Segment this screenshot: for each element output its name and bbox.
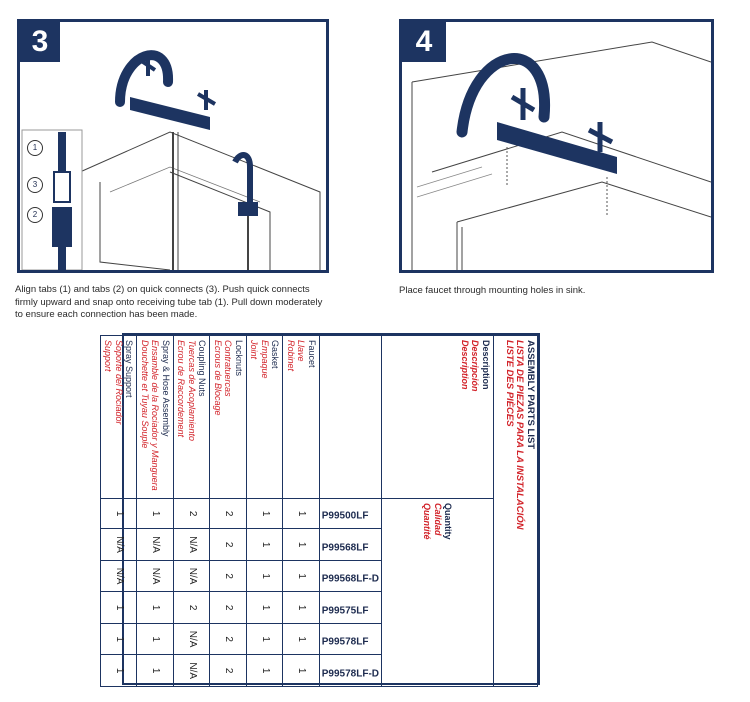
quantity-cell: 1 [282,591,320,624]
model-header: P99575LF [319,591,382,624]
quantity-cell: 1 [100,591,137,624]
quantity-cell: 1 [136,623,174,655]
part-name-spanish: Llave [296,340,307,362]
quantity-cell: 2 [209,591,247,624]
quantity-cell: 1 [282,528,320,561]
quantity-cell: 2 [173,591,210,624]
quantity-cell: 2 [209,528,247,561]
part-name-french: Robinet [285,340,296,372]
quantity-cell: 2 [209,654,247,687]
part-name-spanish: Soporte del Rociador [113,340,124,425]
quantity-cell: N/A [136,560,174,592]
quantity-cell: 1 [100,498,137,529]
quantity-cell: 1 [282,560,320,592]
part-name-english: Spray Support [124,340,135,398]
quantity-cell: 1 [246,623,283,655]
parts-table: ASSEMBLY PARTS LIST LISTA DE PIEZAS PARA… [100,335,538,687]
quantity-cell: 1 [136,498,174,529]
faucet-connection-drawing [21,50,321,270]
quantity-cell: N/A [173,623,210,655]
step-4-number: 4 [402,22,446,62]
title-french: LISTE DES PIÈCES [504,340,515,427]
callout-3: 3 [27,177,43,193]
model-header: P99578LF-D [319,654,382,687]
model-header: P99568LF [319,528,382,561]
model-header: P99578LF [319,623,382,655]
quantity-cell: 1 [136,654,174,687]
title-spanish: LISTA DE PIEZAS PARA LA INSTALACIÓN [514,340,526,530]
parts-table-rotated: ASSEMBLY PARTS LIST LISTA DE PIEZAS PARA… [100,335,538,687]
quantity-cell: 1 [246,528,283,561]
part-name-english: Spray & Hose Assembly [160,340,171,437]
quantity-cell: 1 [246,560,283,592]
part-name-french: Support [103,340,114,372]
step-3-caption: Align tabs (1) and tabs (2) on quick con… [15,284,323,320]
part-name-spanish: Contratuercas [223,340,234,397]
step-3-illustration: 3 1 3 2 [17,19,329,273]
part-name-spanish: Empaque [259,340,270,379]
quantity-cell: 1 [282,654,320,687]
quantity-cell: N/A [173,560,210,592]
quantity-cell: 1 [246,591,283,624]
title-english: ASSEMBLY PARTS LIST [525,340,536,450]
quantity-cell: 2 [209,498,247,529]
quantity-cell: 1 [282,623,320,655]
quantity-cell: 1 [100,654,137,687]
quantity-cell: N/A [100,560,137,592]
quantity-cell: N/A [173,528,210,561]
part-name-spanish: Tuercas de Acoplamiento [186,340,197,442]
assembly-parts-list: ASSEMBLY PARTS LIST LISTA DE PIEZAS PARA… [100,333,540,687]
part-name-french: Ecrou de Raccordement [176,340,187,438]
callout-2: 2 [27,207,43,223]
step-4-caption: Place faucet through mounting holes in s… [399,285,586,296]
model-header: P99568LF-D [319,560,382,592]
description-header: Description Descripción Description [381,335,494,499]
quantity-cell: 2 [209,560,247,592]
quantity-cell: N/A [173,654,210,687]
quantity-cell: 1 [246,654,283,687]
quantity-cell: 1 [136,591,174,624]
step-3-number: 3 [20,22,60,62]
quantity-cell: 2 [173,498,210,529]
quantity-cell: 1 [282,498,320,529]
parts-list-title: ASSEMBLY PARTS LIST LISTA DE PIEZAS PARA… [493,335,538,687]
part-name-english: Locknuts [233,340,244,377]
part-name-french: Joint [249,340,260,360]
model-header: P99500LF [319,498,382,529]
part-name-french: Douchette et Tuyau Souple [139,340,150,449]
part-name-french: Ecrous de Blocage [212,340,223,416]
quantity-cell: N/A [100,528,137,561]
part-name-english: Gasket [270,340,281,369]
part-name-spanish: Ensamble de la Rociador y Manguera [150,340,161,491]
step-4-illustration: 4 [399,19,714,273]
quantity-cell: 1 [100,623,137,655]
quantity-cell: N/A [136,528,174,561]
part-name-english: Faucet [306,340,317,368]
description-spacer [319,335,382,499]
quantity-cell: 2 [209,623,247,655]
quantity-cell: 1 [246,498,283,529]
faucet-mounting-drawing [411,41,711,270]
part-name-english: Coupling Nuts [197,340,208,397]
quantity-header: Quantity Calidad Quantité [381,498,494,687]
callout-1: 1 [27,140,43,156]
